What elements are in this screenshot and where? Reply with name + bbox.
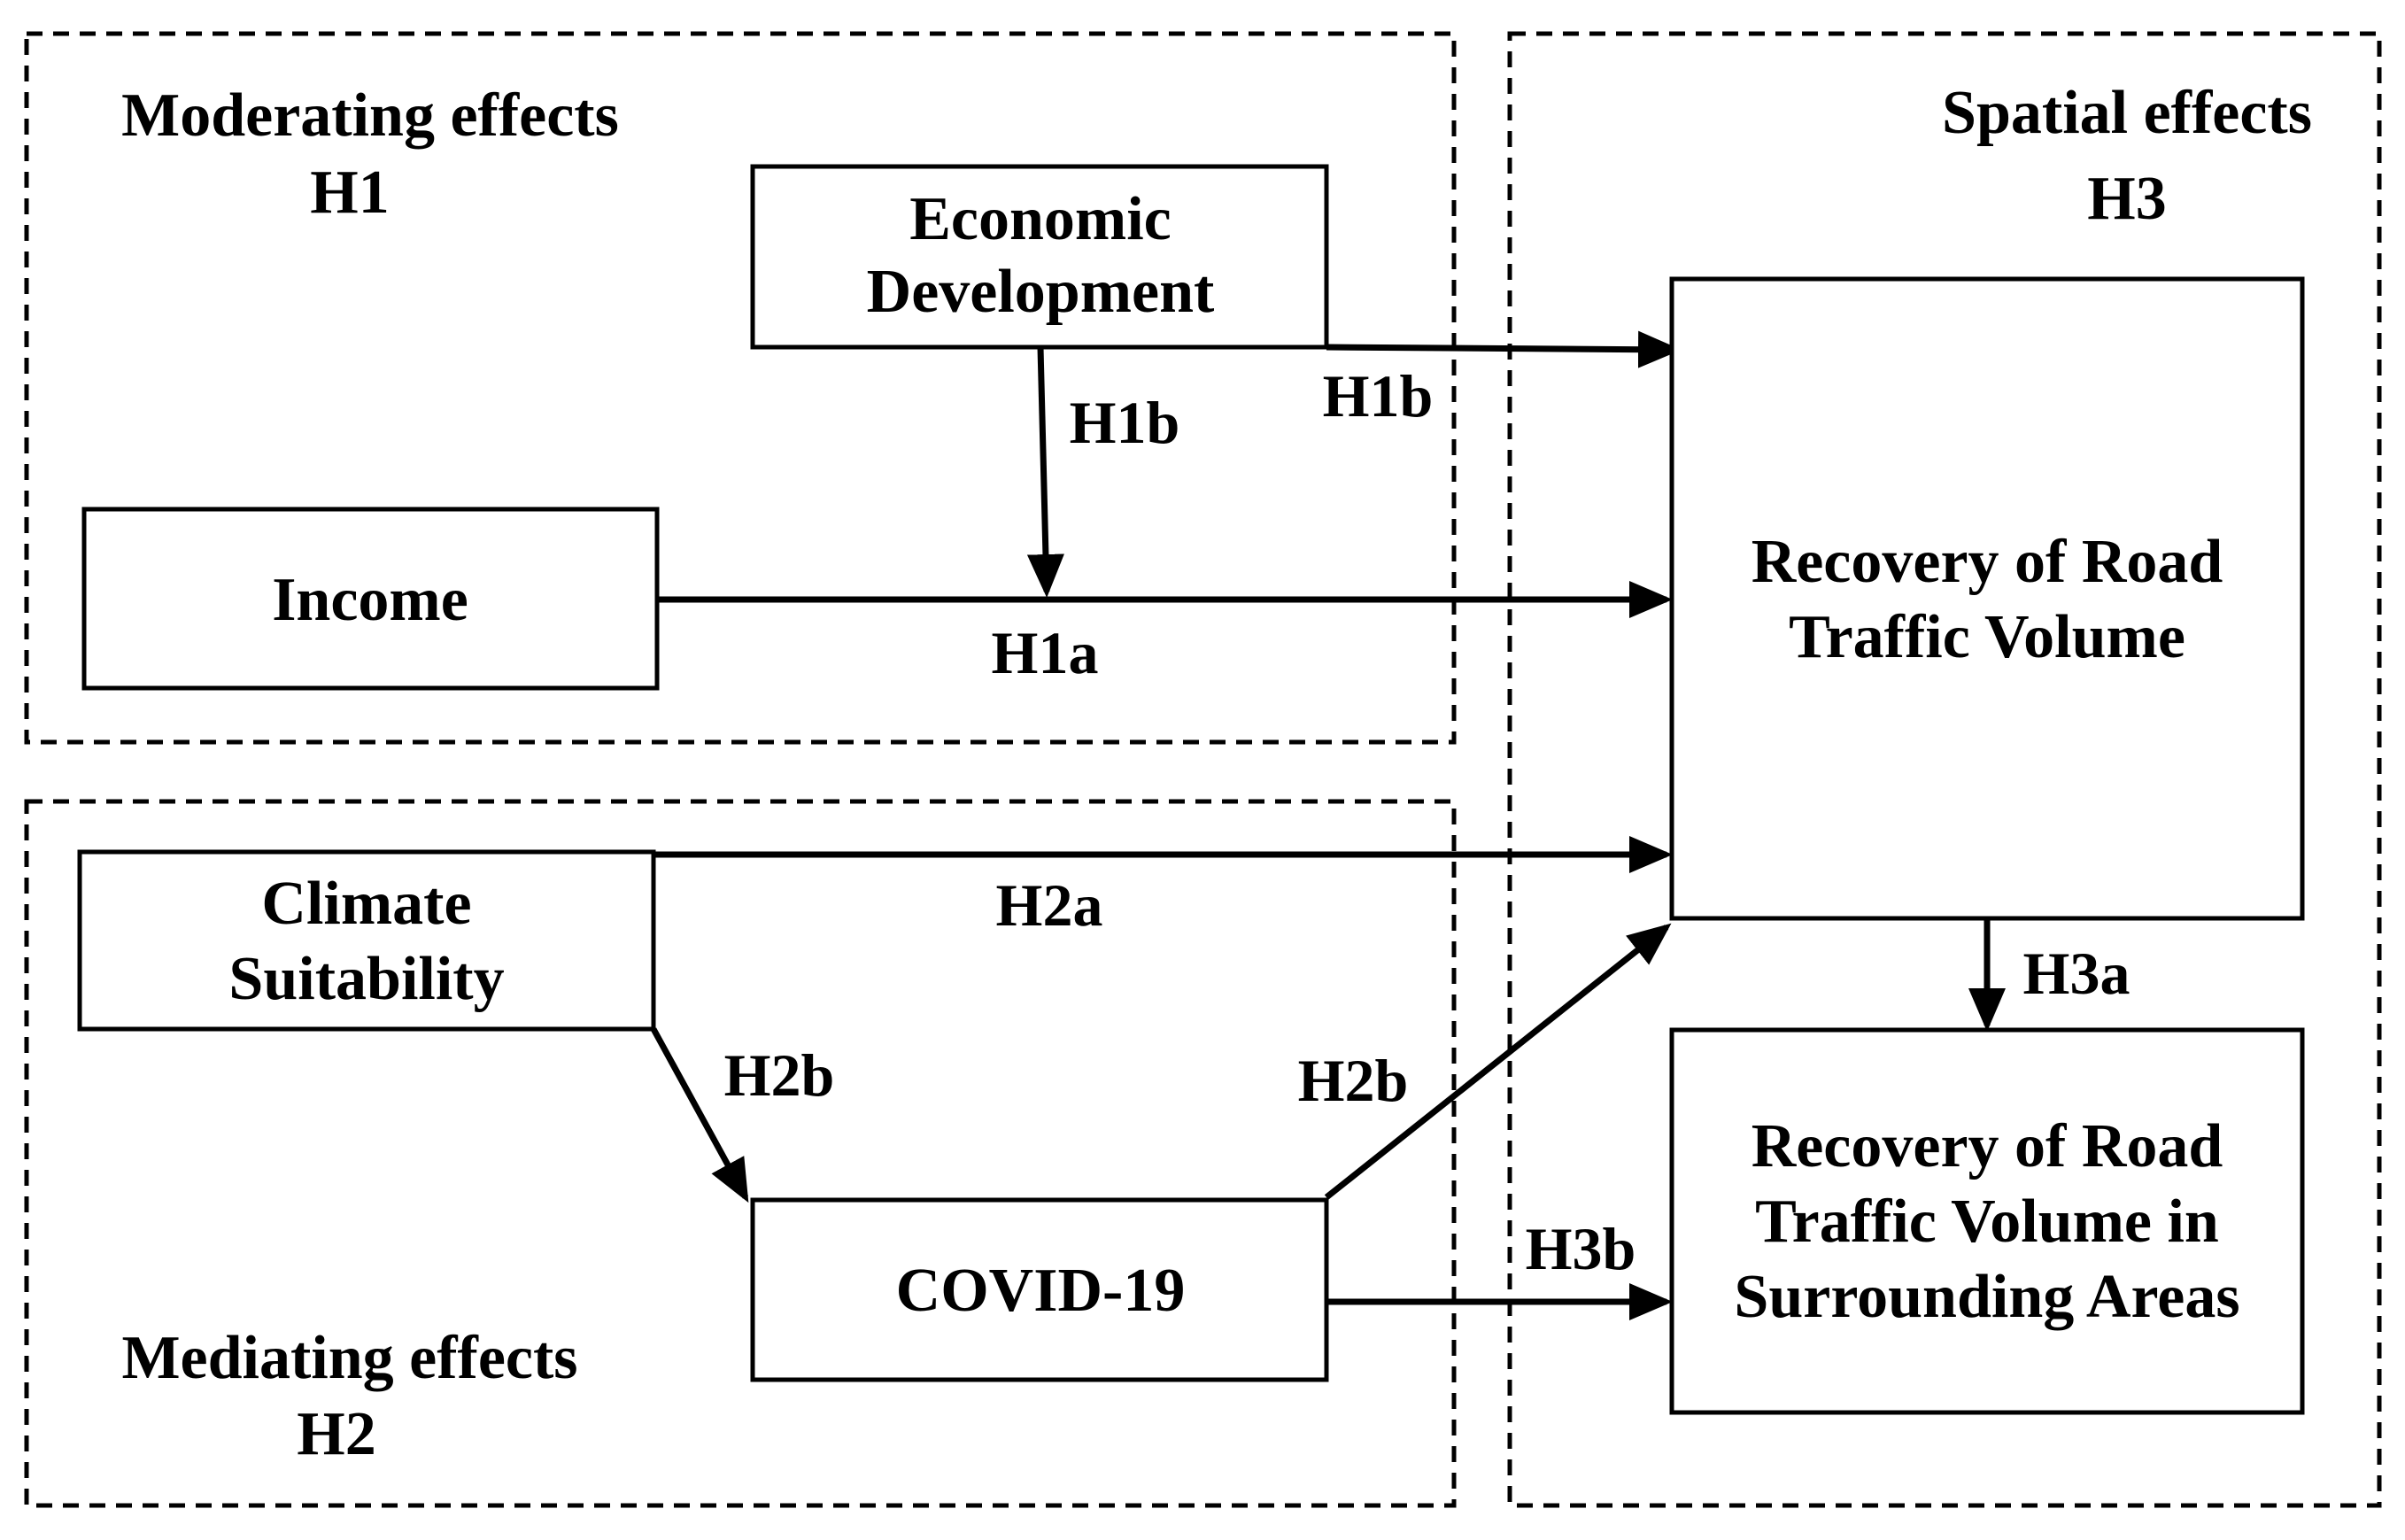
node-income: Income (81, 507, 660, 691)
mediating-effects-code: H2 (297, 1400, 375, 1468)
economic-line-1: Economic (909, 185, 1172, 253)
label-h2b-covid-to-recovery: H2b (1298, 1047, 1409, 1114)
moderating-effects-title: Moderating effects (121, 81, 619, 150)
label-h3b-covid-to-surrounding: H3b (1526, 1215, 1636, 1282)
surrounding-line-3: Surrounding Areas (1734, 1263, 2239, 1331)
label-h1b-economic-to-path: H1b (1070, 389, 1180, 456)
recovery-line-1: Recovery of Road (1752, 528, 2223, 596)
node-recovery-surrounding-areas: Recovery of Road Traffic Volume in Surro… (1669, 1027, 2305, 1415)
moderating-effects-region (24, 31, 1457, 745)
mediating-effects-title: Mediating effects (121, 1324, 577, 1392)
label-h1a-income-to-recovery: H1a (992, 619, 1099, 686)
node-climate-suitability: Climate Suitability (77, 849, 656, 1032)
climate-line-2: Suitability (228, 945, 504, 1013)
arrow-economic-to-income-path (1026, 346, 1064, 598)
economic-line-2: Development (867, 258, 1215, 326)
recovery-line-2: Traffic Volume (1789, 603, 2185, 671)
covid-label: COVID-19 (896, 1257, 1186, 1325)
node-recovery-road-traffic: Recovery of Road Traffic Volume (1669, 276, 2305, 921)
surrounding-line-1: Recovery of Road (1752, 1112, 2223, 1180)
label-h3a-recovery-to-surrounding: H3a (2023, 940, 2130, 1007)
spatial-effects-title: Spatial effects (1942, 79, 2312, 147)
arrow-covid-to-recovery (1324, 923, 1672, 1200)
moderating-effects-code: H1 (310, 159, 389, 227)
income-label: Income (272, 566, 468, 634)
node-economic-development: Economic Development (750, 164, 1329, 350)
spatial-effects-region (1507, 31, 2382, 1508)
spatial-effects-code: H3 (2087, 165, 2166, 233)
arrow-economic-to-recovery (1326, 330, 1682, 368)
mediating-effects-region (24, 799, 1457, 1508)
label-h2b-climate-to-covid: H2b (724, 1041, 835, 1109)
label-h2a-climate-to-recovery: H2a (996, 871, 1103, 939)
label-h1b-economic-to-recovery: H1b (1323, 362, 1434, 429)
arrow-climate-to-covid (650, 1027, 749, 1203)
climate-line-1: Climate (261, 870, 471, 938)
node-covid-19: COVID-19 (750, 1197, 1329, 1382)
surrounding-line-2: Traffic Volume in (1755, 1188, 2219, 1256)
